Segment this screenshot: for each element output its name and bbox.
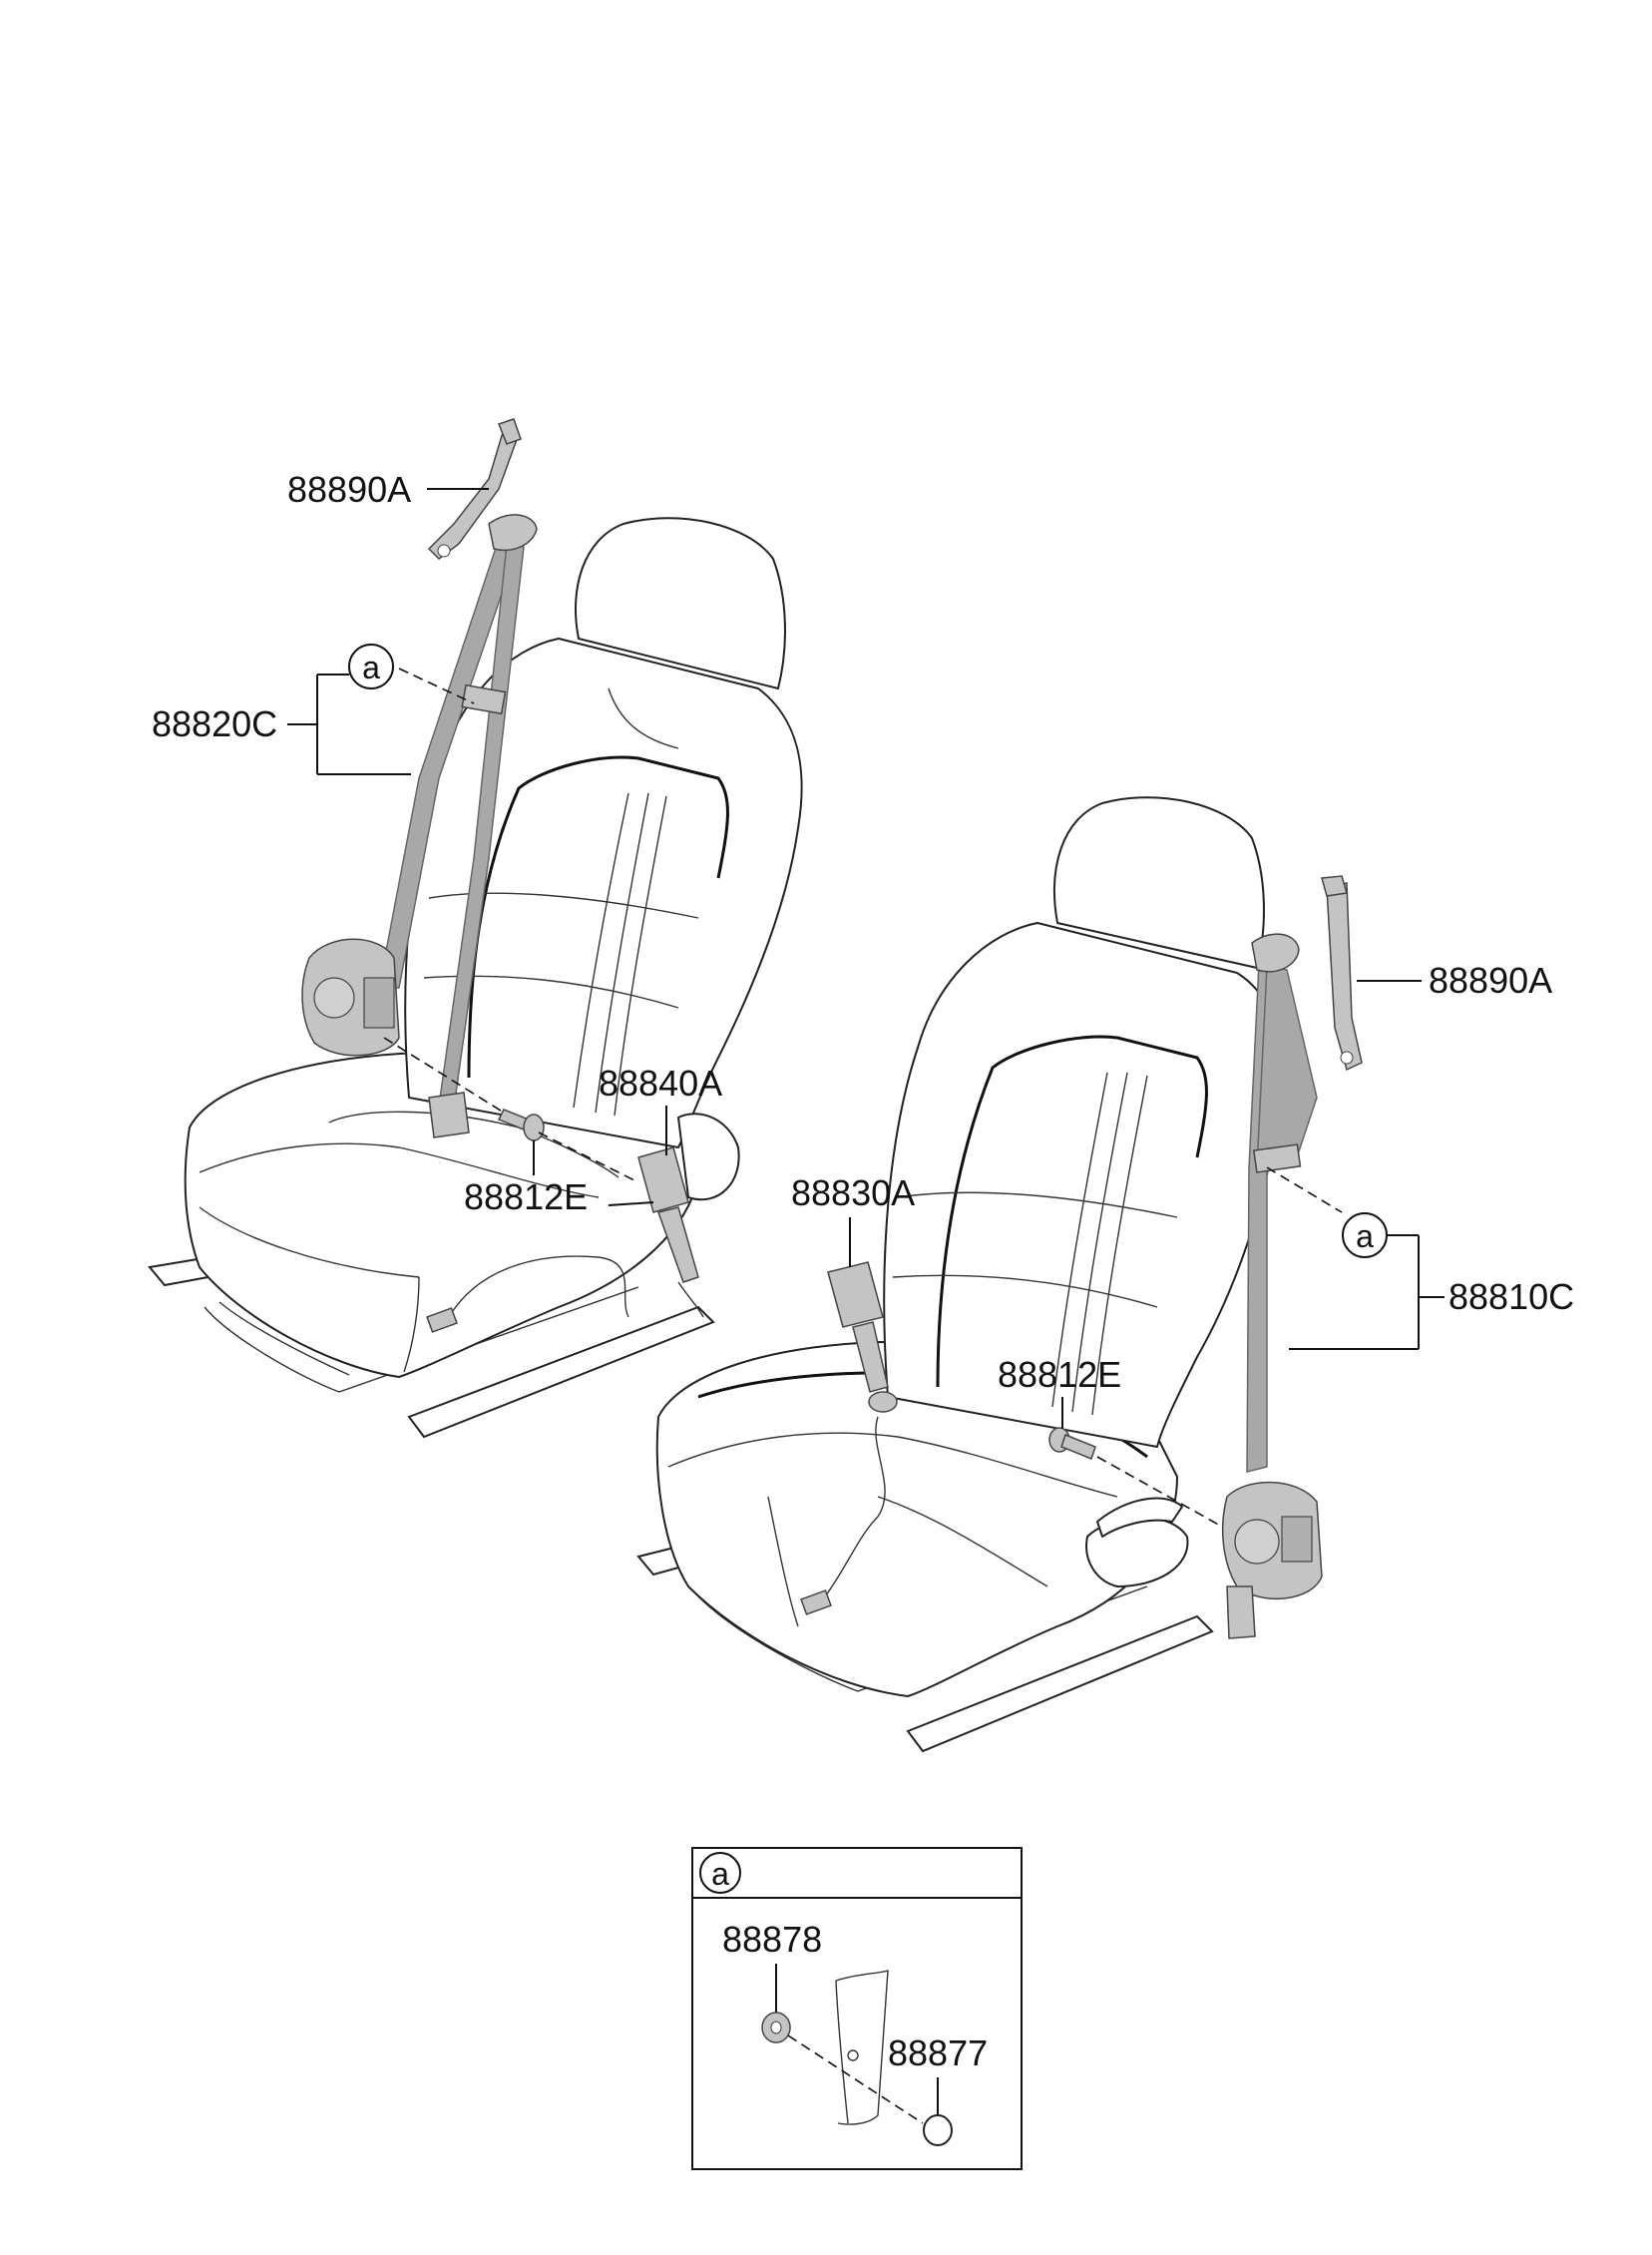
right-seat xyxy=(636,796,1282,1753)
ref-marker-right-label: a xyxy=(1356,1218,1374,1254)
right-seat-harness xyxy=(817,1416,886,1607)
callout-left-belt: 88820C xyxy=(152,703,277,744)
right-bolt xyxy=(1048,1427,1096,1460)
detail-part-upper: 88878 xyxy=(722,1919,822,1960)
right-retractor xyxy=(1221,1481,1323,1639)
left-seat xyxy=(148,517,803,1439)
callout-left-bolt: 88812E xyxy=(464,1176,588,1217)
detail-marker xyxy=(699,1852,741,1894)
ref-marker-left-label: a xyxy=(362,650,380,685)
left-seat-harness xyxy=(448,1255,629,1318)
right-upper-guide xyxy=(1321,875,1363,1072)
left-retractor xyxy=(301,938,400,1057)
right-seat-headrest xyxy=(1053,796,1265,969)
left-seat-headrest xyxy=(575,517,786,689)
callout-right-bolt: 88812E xyxy=(998,1354,1121,1395)
callout-right-guide: 88890A xyxy=(1429,960,1552,1001)
left-seat-belt xyxy=(301,514,538,1138)
ref-marker-left xyxy=(348,644,394,689)
callout-right-buckle: 88830A xyxy=(791,1172,915,1213)
left-buckle xyxy=(637,1146,704,1318)
callout-left-buckle: 88840A xyxy=(599,1063,722,1104)
detail-box: a 88878 88877 xyxy=(691,1847,1023,2170)
right-buckle xyxy=(827,1261,898,1413)
left-upper-guide xyxy=(427,418,522,560)
callout-left-guide: 88890A xyxy=(287,469,411,510)
cap-icon xyxy=(923,2114,953,2146)
detail-part-lower: 88877 xyxy=(888,2032,988,2073)
detail-marker-label: a xyxy=(711,1856,729,1892)
left-seat-cushion xyxy=(184,1052,699,1378)
callout-right-belt: 88810C xyxy=(1448,1276,1574,1317)
right-seat-belt xyxy=(1221,933,1323,1639)
left-bolt xyxy=(497,1109,545,1141)
